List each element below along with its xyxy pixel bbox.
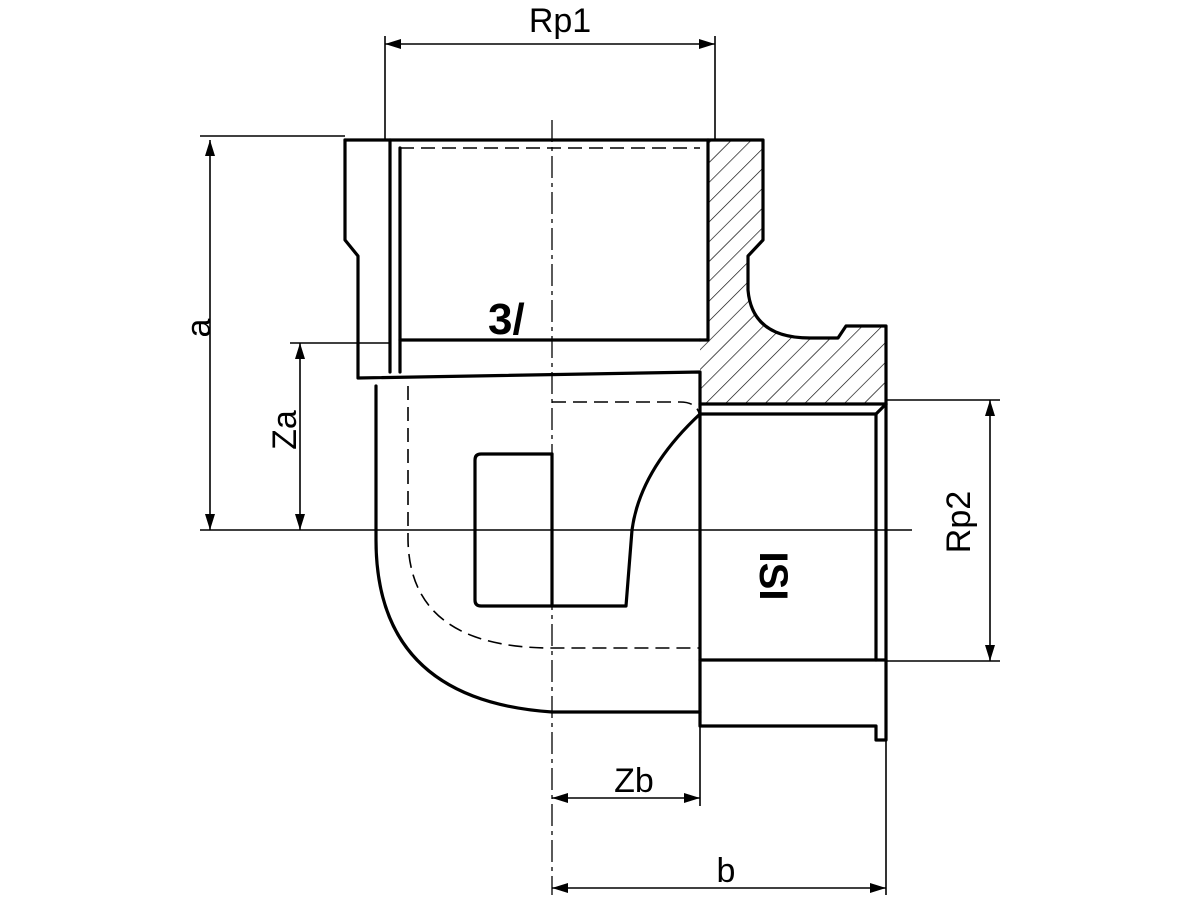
label-a: a	[180, 318, 218, 337]
fitting-outline	[343, 138, 888, 742]
label-rp1: Rp1	[529, 2, 591, 40]
dimension-za	[295, 343, 305, 530]
label-b: b	[717, 852, 736, 890]
size-marking: 3/	[488, 295, 525, 344]
extension-lines	[200, 36, 1000, 895]
hidden-lines	[399, 147, 701, 649]
label-zb: Zb	[614, 762, 654, 800]
section-hatch	[700, 140, 886, 404]
dimension-a	[205, 140, 215, 530]
dimension-b	[552, 883, 886, 893]
brand-marking: ISI	[751, 552, 795, 601]
dimension-rp1	[385, 39, 715, 49]
label-rp2: Rp2	[940, 491, 978, 553]
label-za: Za	[266, 410, 304, 450]
dimension-zb	[552, 793, 700, 803]
dimension-rp2	[985, 400, 995, 661]
